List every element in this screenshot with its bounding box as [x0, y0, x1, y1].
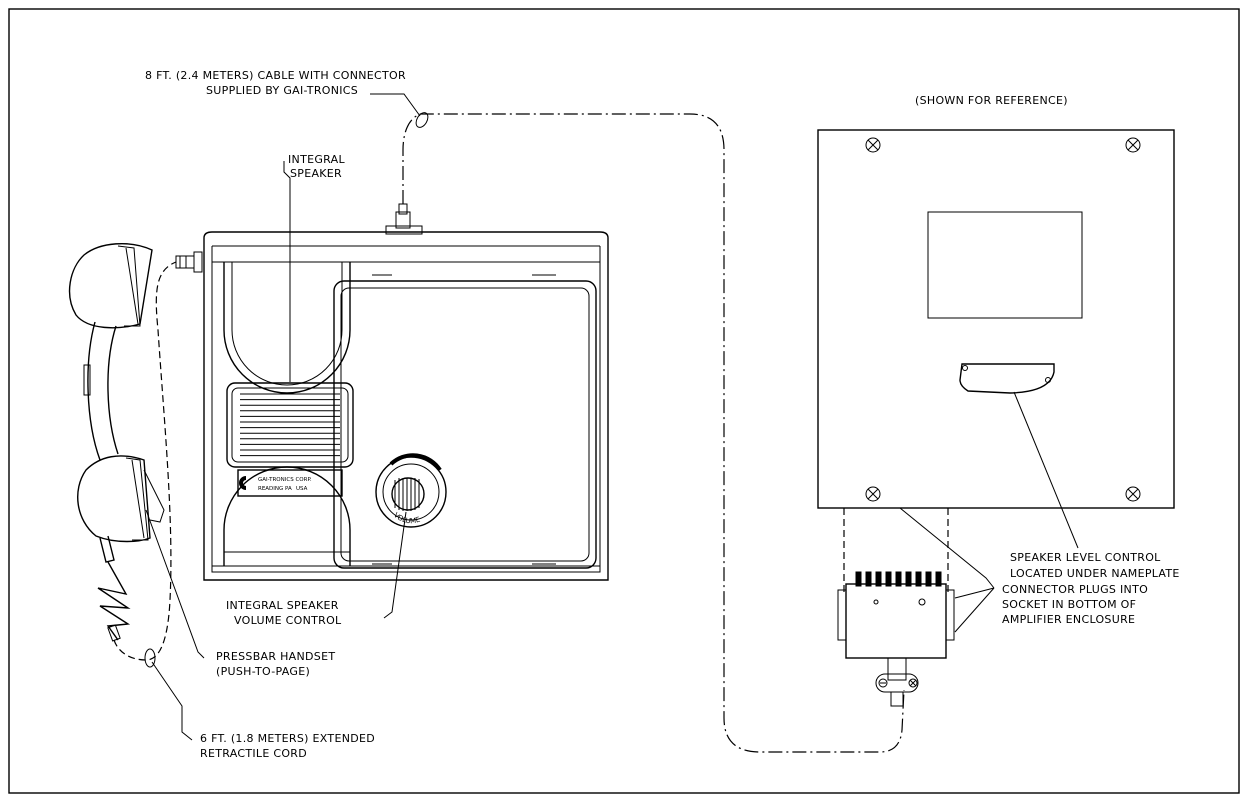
handset-connector: [175, 251, 203, 273]
volume-label-line1: INTEGRAL SPEAKER: [226, 599, 339, 612]
cable-label-line2: SUPPLIED BY GAI-TRONICS: [206, 84, 358, 97]
volume-label-line2: VOLUME CONTROL: [234, 614, 342, 627]
connector-pin: [855, 571, 862, 587]
cord-label-line1: 6 FT. (1.8 METERS) EXTENDED: [200, 732, 375, 745]
level-nameplate: [959, 363, 1055, 394]
connector-pin: [935, 571, 942, 587]
screw-bottom-left: [865, 486, 881, 502]
telephone-housing: GAI-TRONICS CORP. READING PA USA VOLUME: [203, 203, 609, 581]
screw-bottom-right: [1125, 486, 1141, 502]
pressbar-handset: [68, 242, 165, 563]
nameplate: GAI-TRONICS CORP. READING PA USA: [237, 469, 343, 497]
handset-label-line1: PRESSBAR HANDSET: [216, 650, 335, 663]
labels: 8 FT. (2.4 METERS) CABLE WITH CONNECTOR …: [145, 69, 1180, 760]
window: [927, 211, 1083, 319]
connector-pin: [865, 571, 872, 587]
cable-label-line1: 8 FT. (2.4 METERS) CABLE WITH CONNECTOR: [145, 69, 406, 82]
handset-label-line2: (PUSH-TO-PAGE): [216, 665, 310, 678]
level-label-line2: LOCATED UNDER NAMEPLATE: [1010, 567, 1180, 580]
volume-knob: VOLUME: [375, 453, 447, 528]
amplifier-cable: [402, 112, 905, 753]
connector-pin: [905, 571, 912, 587]
connector-pin: [885, 571, 892, 587]
connector-pin: [925, 571, 932, 587]
level-label-line1: SPEAKER LEVEL CONTROL: [1010, 551, 1161, 564]
speaker-label-line1: INTEGRAL: [288, 153, 345, 166]
leader-lines: [145, 93, 1079, 741]
amplifier-enclosure: [817, 129, 1175, 596]
connector-pin: [895, 571, 902, 587]
screw-top-right: [1125, 137, 1141, 153]
top-connector: [385, 203, 423, 235]
speaker-label-line2: SPEAKER: [290, 167, 342, 180]
connector-label-line3: AMPLIFIER ENCLOSURE: [1002, 613, 1135, 626]
speaker-grille: [226, 382, 354, 468]
nameplate-line3: USA: [296, 486, 308, 492]
connector-pin: [915, 571, 922, 587]
nameplate-line2: READING PA: [258, 486, 292, 492]
retractile-cord: [97, 261, 177, 668]
connector-pin: [875, 571, 882, 587]
connector-label-line1: CONNECTOR PLUGS INTO: [1002, 583, 1148, 596]
screw-top-left: [865, 137, 881, 153]
reference-label: (SHOWN FOR REFERENCE): [915, 94, 1068, 107]
connector-label-line2: SOCKET IN BOTTOM OF: [1002, 598, 1136, 611]
cord-label-line2: RETRACTILE CORD: [200, 747, 307, 760]
drawing-border: [8, 8, 1240, 794]
nameplate-line1: GAI-TRONICS CORP.: [258, 477, 312, 483]
amplifier-connector: [837, 571, 955, 707]
